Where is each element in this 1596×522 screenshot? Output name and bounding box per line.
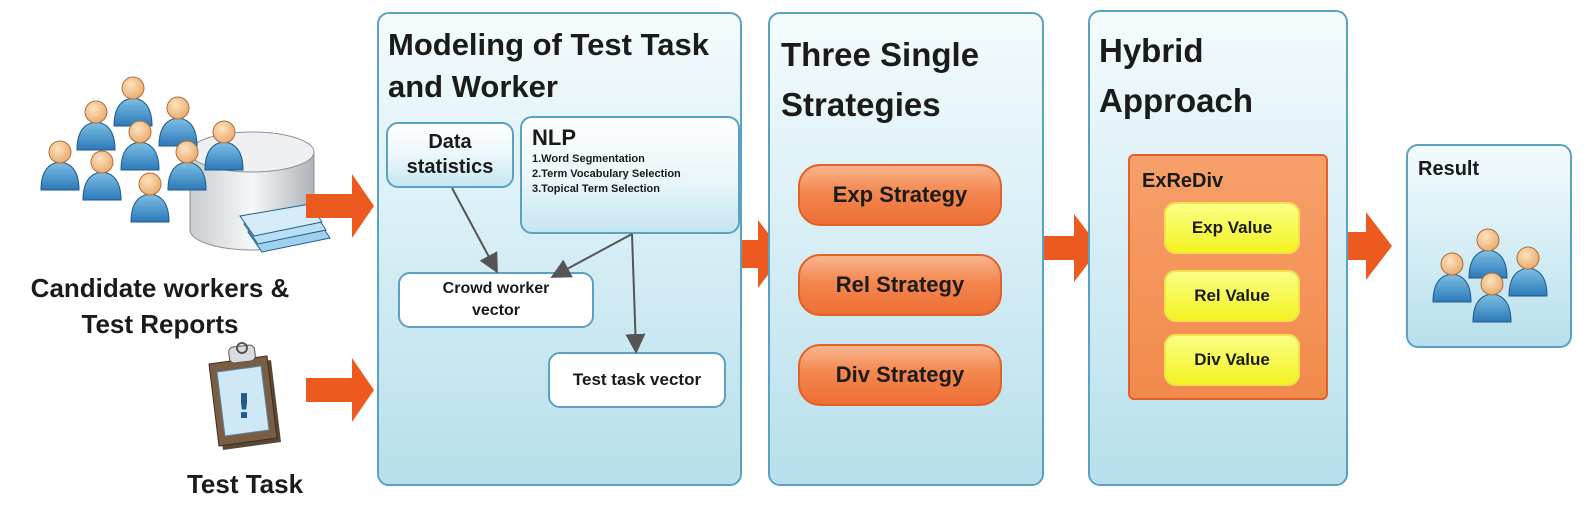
workers-caption-line-2: Test Reports — [81, 309, 239, 339]
exp-value-box: Exp Value — [1164, 202, 1300, 254]
crowd-vector-line-2: vector — [471, 302, 521, 319]
result-title: Result — [1418, 158, 1480, 180]
connector-stats-to-crowd — [451, 187, 498, 274]
crowd-vector-line-1: Crowd worker — [442, 280, 550, 297]
data-statistics-line-2: statistics — [406, 156, 494, 178]
hybrid-title-line-2: Approach — [1099, 82, 1254, 119]
strategies-title: Three Single Strategies — [781, 30, 1041, 130]
arrow-hybrid-to-result — [1334, 212, 1392, 280]
strategies-panel — [768, 12, 1044, 486]
modeling-title-line-2: and Worker — [388, 69, 558, 104]
connector-nlp-to-task — [625, 233, 646, 354]
nlp-step-2: 2.Term Vocabulary Selection — [532, 168, 681, 180]
arrow-strategies-to-hybrid — [1038, 214, 1100, 282]
result-people-icon — [1432, 228, 1548, 323]
test-task-caption: Test Task — [186, 469, 304, 499]
nlp-box: NLP 1.Word Segmentation 2.Term Vocabular… — [520, 116, 740, 234]
rel-strategy-box: Rel Strategy — [798, 254, 1002, 316]
connector-nlp-to-crowd — [550, 233, 633, 278]
hybrid-title: Hybrid Approach — [1099, 26, 1339, 126]
arrow-workers-to-modeling — [306, 174, 374, 238]
exrediv-label: ExReDiv — [1142, 170, 1224, 192]
svg-text:!: ! — [236, 387, 252, 427]
strategies-title-line-2: Strategies — [781, 86, 941, 123]
data-statistics-line-1: Data — [428, 131, 472, 153]
modeling-title: Modeling of Test Task and Worker — [388, 24, 738, 108]
test-task-vector-box: Test task vector — [548, 352, 726, 408]
workers-caption-line-1: Candidate workers & — [30, 273, 290, 303]
hybrid-title-line-1: Hybrid — [1099, 32, 1204, 69]
candidate-workers-caption: Candidate workers & Test Reports — [10, 270, 310, 342]
strategies-title-line-1: Three Single — [781, 36, 980, 73]
arrow-task-to-modeling — [306, 358, 374, 422]
nlp-step-3: 3.Topical Term Selection — [532, 183, 660, 195]
div-value-box: Div Value — [1164, 334, 1300, 386]
nlp-step-1: 1.Word Segmentation — [532, 153, 645, 165]
data-statistics-box: Data statistics — [386, 122, 514, 188]
div-strategy-box: Div Strategy — [798, 344, 1002, 406]
candidate-workers-icon — [40, 76, 331, 253]
nlp-title: NLP — [532, 125, 576, 150]
rel-value-box: Rel Value — [1164, 270, 1300, 322]
test-task-clipboard-icon: ! — [208, 342, 281, 450]
exp-strategy-box: Exp Strategy — [798, 164, 1002, 226]
modeling-title-line-1: Modeling of Test Task — [388, 27, 709, 62]
